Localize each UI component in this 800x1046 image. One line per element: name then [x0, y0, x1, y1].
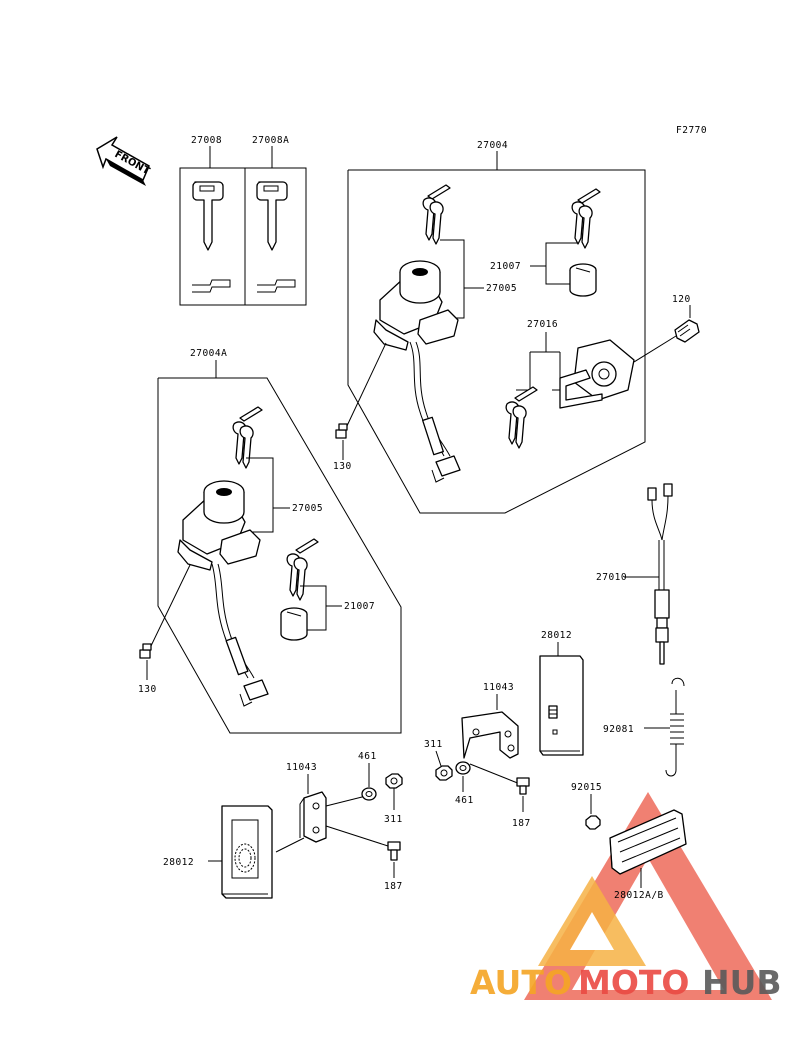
watermark-part3: HUB — [702, 963, 782, 1002]
label-461-mid: 461 — [455, 795, 474, 806]
label-130-left: 130 — [138, 684, 157, 695]
label-27004A: 27004A — [190, 348, 227, 359]
bolt-icon — [387, 841, 401, 861]
key-pair-icon — [232, 406, 263, 469]
switch-27010-group: 27010 — [596, 483, 673, 665]
label-92081: 92081 — [603, 724, 634, 735]
label-311-mid: 311 — [424, 739, 443, 750]
label-21007-left: 21007 — [344, 601, 375, 612]
wire-connector-icon — [647, 483, 673, 665]
watermark-wordmark: AUTO MOTO HUB — [470, 963, 782, 1002]
label-130-top: 130 — [333, 461, 352, 472]
key-pair-icon — [286, 538, 319, 601]
set-27004A-group: 27004A 27005 — [138, 348, 402, 734]
label-27004: 27004 — [477, 140, 508, 151]
key-blanks-group: 27008 27008A — [179, 135, 307, 306]
label-27010: 27010 — [596, 572, 627, 583]
washer-icon — [455, 761, 471, 775]
nut-icon — [435, 765, 453, 781]
bracket-icon — [461, 711, 519, 759]
label-187-left: 187 — [384, 881, 403, 892]
bolt-icon — [139, 643, 152, 659]
key-pair-icon — [571, 188, 601, 249]
front-arrow-icon: FRONT — [96, 136, 151, 186]
label-11043-left: 11043 — [286, 762, 317, 773]
watermark-logo — [524, 792, 772, 1000]
seat-lock-icon — [559, 339, 635, 409]
label-461-left: 461 — [358, 751, 377, 762]
spring-92081-group: 92081 — [603, 677, 685, 777]
key-blank-icon — [192, 181, 231, 293]
label-120: 120 — [672, 294, 691, 305]
reflector-icon — [539, 655, 584, 756]
nut-icon — [385, 773, 403, 789]
label-28012AB: 28012A/B — [614, 890, 664, 901]
ignition-cap-icon — [569, 263, 597, 297]
label-92015: 92015 — [571, 782, 602, 793]
bolt-icon — [674, 319, 700, 343]
key-pair-icon — [505, 386, 538, 449]
reflector-icon — [221, 805, 273, 899]
spring-icon — [665, 677, 685, 777]
reflector-mid-group: 28012 11043 311 461 — [424, 630, 584, 829]
label-28012-mid: 28012 — [541, 630, 572, 641]
label-21007-top: 21007 — [490, 261, 521, 272]
label-27008A: 27008A — [252, 135, 289, 146]
bracket-icon — [299, 791, 327, 843]
figure-code: F2770 — [676, 125, 707, 136]
reflector-left-group: 11043 28012 461 311 — [163, 751, 403, 899]
label-27005-left: 27005 — [292, 503, 323, 514]
bolt-icon — [516, 777, 530, 795]
washer-icon — [361, 787, 377, 801]
watermark-part1: AUTO — [470, 963, 572, 1002]
bolt-icon — [335, 423, 348, 439]
reflector-icon — [609, 809, 687, 875]
ignition-switch-icon — [177, 480, 269, 707]
set-27004-group: 27004 27005 21007 — [333, 140, 700, 514]
label-11043-mid: 11043 — [483, 682, 514, 693]
key-pair-icon — [422, 184, 451, 245]
label-27008: 27008 — [191, 135, 222, 146]
label-187-mid: 187 — [512, 818, 531, 829]
label-27016: 27016 — [527, 319, 558, 330]
label-27005-top: 27005 — [486, 283, 517, 294]
key-blank-icon — [256, 181, 296, 293]
nut-icon — [585, 815, 601, 830]
ignition-cap-icon — [280, 607, 308, 641]
label-28012-left: 28012 — [163, 857, 194, 868]
label-311-left: 311 — [384, 814, 403, 825]
watermark-part2: MOTO — [578, 963, 689, 1002]
reflector-ab-group: 92015 28012A/B — [571, 782, 687, 901]
ignition-switch-icon — [373, 260, 461, 483]
